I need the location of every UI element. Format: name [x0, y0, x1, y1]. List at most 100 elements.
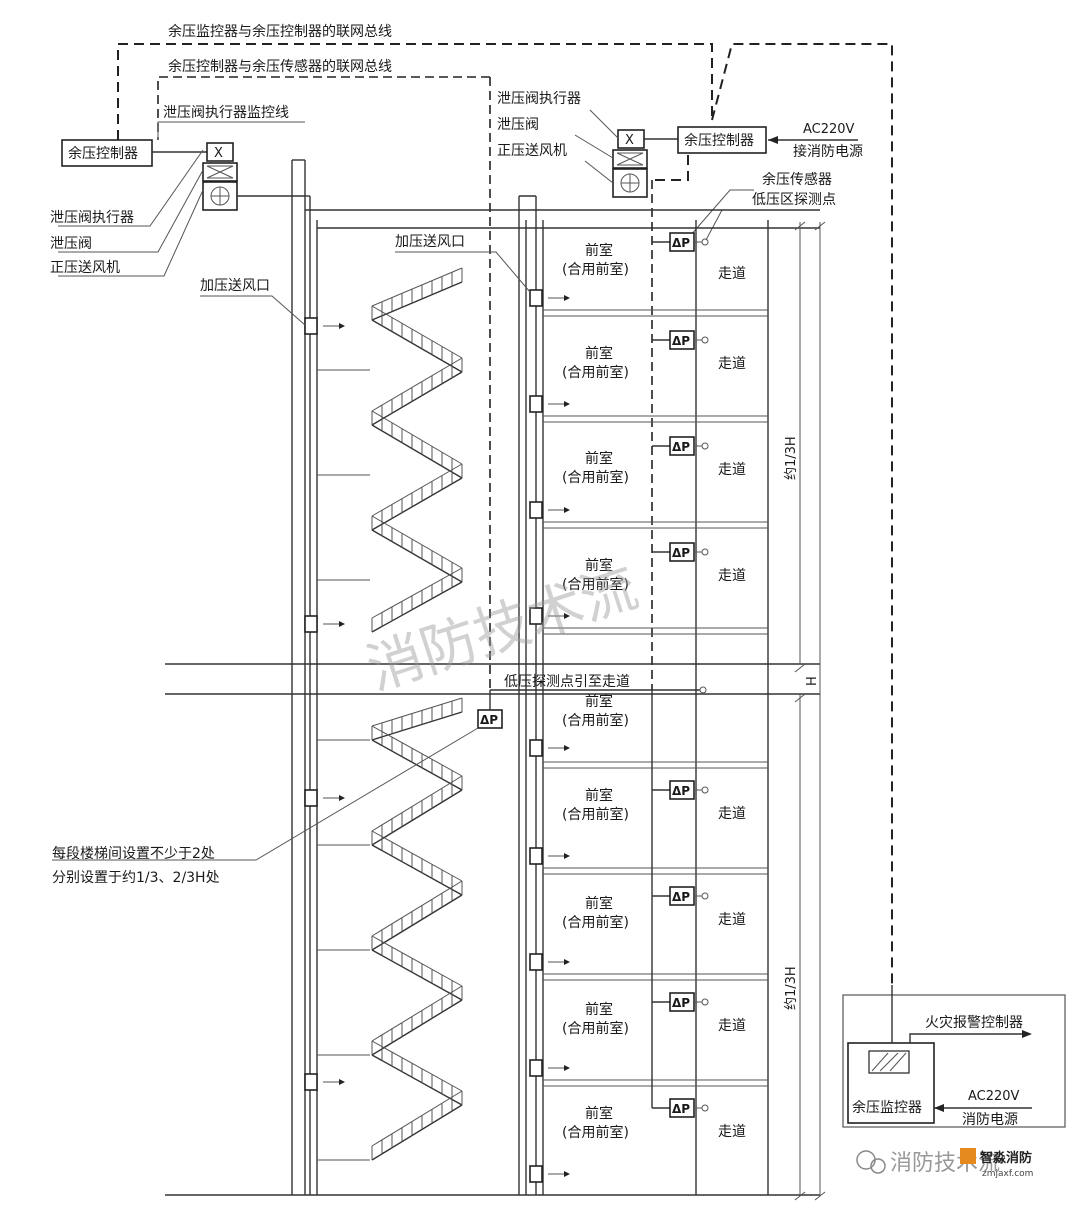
- stair-flight: [371, 844, 463, 896]
- bus-lines: [117, 43, 893, 985]
- actuator-box-left: [206, 142, 234, 162]
- outlet-arrowhead: [339, 323, 345, 329]
- actuator-line-label: 泄压阀执行器监控线: [163, 105, 289, 121]
- room-corridor-label: 走道: [718, 1124, 746, 1140]
- stair-flight: [371, 319, 463, 373]
- stair-flight: [371, 789, 463, 846]
- pressure-sensor-label: ΔP: [672, 440, 690, 454]
- outlet-arrowhead: [564, 1065, 570, 1071]
- stair-flight: [371, 424, 463, 479]
- stair-rail: [371, 410, 463, 465]
- stair-rail: [371, 567, 463, 619]
- floor-levels: [317, 309, 768, 1161]
- sensor-probe-point: [701, 442, 709, 450]
- room-anteroom-shared-label: (合用前室): [562, 1020, 629, 1037]
- air-outlet: [304, 789, 318, 807]
- stair-rail: [371, 697, 463, 727]
- pressure-sensor-label: ΔP: [672, 334, 690, 348]
- outlet-arrowhead: [564, 401, 570, 407]
- sensor-probe-point: [701, 786, 709, 794]
- sensor-callout: 余压传感器: [762, 171, 832, 188]
- room-corridor-label: 走道: [718, 912, 746, 928]
- pressure-sensor-label: ΔP: [672, 1102, 690, 1116]
- air-outlet: [529, 1165, 543, 1183]
- stair-rail: [371, 515, 463, 569]
- logo-icon: [960, 1148, 976, 1164]
- room-anteroom-shared-label: (合用前室): [562, 261, 629, 278]
- pressure-sensor-label: ΔP: [672, 890, 690, 904]
- wechat-icon: [856, 1150, 876, 1170]
- stair-flight: [371, 894, 463, 951]
- third-h-upper: 约1/3H: [784, 436, 799, 480]
- air-outlet: [529, 1059, 543, 1077]
- sensor-probe-point: [701, 548, 709, 556]
- stair-rail: [371, 305, 463, 359]
- controller-label-left: 余压控制器: [68, 145, 138, 162]
- outlet-arrowhead: [564, 507, 570, 513]
- fire-power-label: 消防电源: [962, 1112, 1018, 1128]
- footer-brand: 消防技术流 智淼消防 zmjaxf.com: [856, 1148, 1033, 1179]
- room-anteroom-label: 前室: [585, 1105, 613, 1122]
- pressure-sensor-label: ΔP: [672, 236, 690, 250]
- air-outlet: [304, 317, 318, 335]
- stair-flight: [371, 999, 463, 1056]
- low-point-lead-label: 低压探测点引至走道: [504, 674, 630, 690]
- footer-brand-text: 消防技术流: [890, 1151, 1000, 1176]
- room-anteroom-label: 前室: [585, 557, 613, 574]
- footer-url: zmjaxf.com: [982, 1169, 1033, 1179]
- stair-flight: [371, 477, 463, 531]
- bus-monitor-label: 余压监控器与余压控制器的联网总线: [168, 23, 392, 40]
- pressure-sensors: ΔP ΔP ΔP ΔP ΔP ΔP ΔP ΔP: [651, 232, 709, 1118]
- fire-power-conn-label: 接消防电源: [793, 143, 863, 160]
- room-anteroom-shared-label: (合用前室): [562, 469, 629, 486]
- room-anteroom-label: 前室: [585, 450, 613, 467]
- outlet-arrowhead: [564, 853, 570, 859]
- stair-sensor-label: ΔP: [480, 713, 498, 727]
- controller-box-left: [61, 139, 153, 167]
- outlet-arrowhead: [564, 745, 570, 751]
- stair-flight: [371, 371, 463, 426]
- air-outlet: [529, 953, 543, 971]
- air-outlet: [529, 289, 543, 307]
- stair-rail: [371, 1040, 463, 1092]
- controller-box-right: [677, 126, 767, 154]
- outlet-arrowhead: [564, 295, 570, 301]
- stair-flight: [371, 1054, 463, 1106]
- actuator-callout-left: 泄压阀执行器: [50, 210, 134, 226]
- sensor-probe-point: [701, 998, 709, 1006]
- room-anteroom-shared-label: (合用前室): [562, 364, 629, 381]
- staircase: [371, 267, 463, 1161]
- room-corridor-label: 走道: [718, 266, 746, 282]
- stair-rail: [371, 775, 463, 832]
- outlet-arrowhead: [564, 1171, 570, 1177]
- stair-flight: [371, 581, 463, 633]
- fan-callout-left: 正压送风机: [50, 260, 120, 276]
- h-label: H: [805, 676, 820, 686]
- outlet-arrowhead: [564, 613, 570, 619]
- pressure-sensor-label: ΔP: [672, 546, 690, 560]
- ac-label-bottom: AC220V: [968, 1089, 1020, 1104]
- actuator-callout-right: 泄压阀执行器: [497, 91, 581, 107]
- low-point-callout: 低压区探测点: [752, 192, 836, 208]
- footer-logo-text: 智淼消防: [980, 1150, 1032, 1166]
- air-outlet: [304, 1073, 318, 1091]
- valve-callout-right: 泄压阀: [497, 117, 539, 133]
- sensor-probe-point: [701, 892, 709, 900]
- third-h-lower: 约1/3H: [784, 966, 799, 1010]
- air-outlet: [529, 501, 543, 519]
- room-anteroom-label: 前室: [585, 693, 613, 710]
- rooms: 前室(合用前室)前室(合用前室)前室(合用前室)前室(合用前室)前室(合用前室)…: [562, 242, 746, 1141]
- room-anteroom-shared-label: (合用前室): [562, 806, 629, 823]
- pressure-sensor-label: ΔP: [672, 784, 690, 798]
- actuator-x-left: X: [214, 146, 223, 161]
- fan-callout-right: 正压送风机: [497, 143, 567, 159]
- outlet-arrowhead: [339, 621, 345, 627]
- stair-rail: [371, 725, 463, 777]
- stair-rail: [371, 357, 463, 412]
- air-outlet: [304, 615, 318, 633]
- air-outlet: [529, 847, 543, 865]
- stair-flight: [371, 529, 463, 583]
- fire-alarm-label: 火灾报警控制器: [925, 1014, 1023, 1031]
- stair-flight: [371, 949, 463, 1001]
- pressure-sensor-label: ΔP: [672, 996, 690, 1010]
